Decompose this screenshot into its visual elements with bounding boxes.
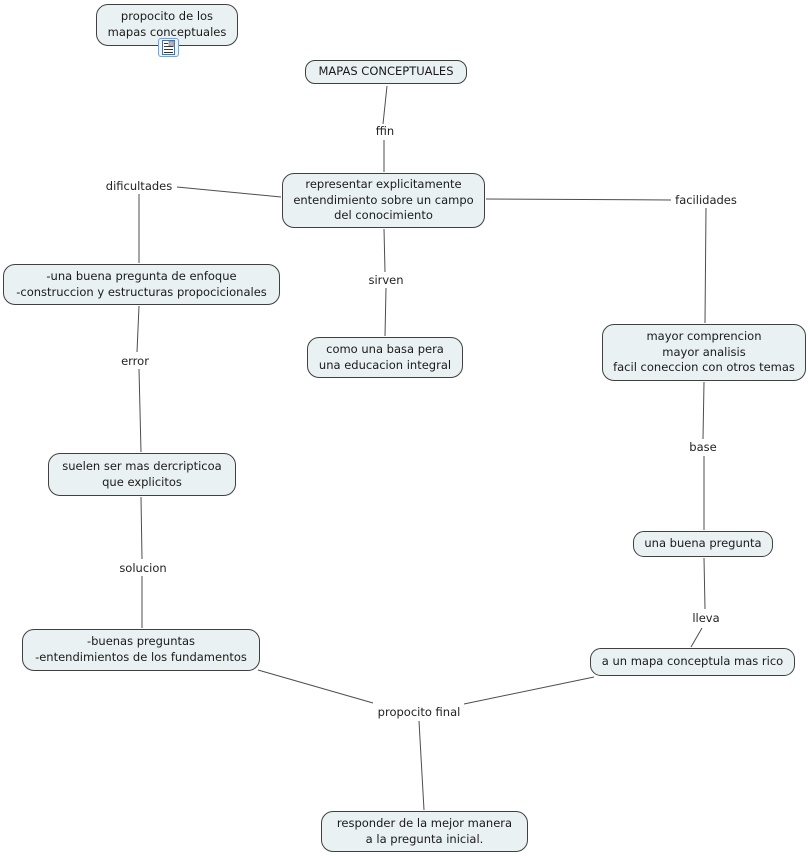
link-phrase-solucion[interactable]: solucion — [116, 561, 170, 575]
link-phrase-facilidades[interactable]: facilidades — [672, 193, 740, 207]
connector-line — [463, 676, 595, 705]
connector-line — [136, 305, 140, 353]
connector-line — [703, 557, 706, 610]
document-resource-icon[interactable] — [158, 38, 179, 57]
link-phrase-error[interactable]: error — [118, 354, 152, 368]
node-representar[interactable]: representar explicitamente entendimiento… — [282, 173, 485, 228]
node-text: a un mapa conceptula mas rico — [601, 654, 784, 669]
node-text: -una buena pregunta de enfoque -construc… — [16, 268, 267, 299]
link-phrase-propocito-final[interactable]: propocito final — [374, 705, 464, 719]
connector-line — [257, 669, 374, 704]
link-phrase-dificultades[interactable]: dificultades — [102, 179, 176, 193]
node-mayor-comprension[interactable]: mayor comprencion mayor analisis facil c… — [602, 324, 806, 381]
connector-line — [382, 85, 388, 125]
node-text: como una basa pera una educacion integra… — [318, 341, 452, 372]
node-pregunta-enfoque[interactable]: -una buena pregunta de enfoque -construc… — [3, 264, 280, 305]
node-suelen-descriptivos[interactable]: suelen ser mas dercripticoa que explicit… — [48, 453, 236, 496]
node-text: MAPAS CONCEPTUALES — [318, 64, 454, 79]
connector-line — [690, 627, 703, 648]
link-phrase-sirven[interactable]: sirven — [365, 273, 407, 287]
node-mapa-mas-rico[interactable]: a un mapa conceptula mas rico — [590, 648, 795, 676]
link-phrase-base[interactable]: base — [686, 440, 720, 454]
node-text: suelen ser mas dercripticoa que explicit… — [62, 458, 222, 489]
connector-line — [485, 198, 672, 201]
link-phrase-lleva[interactable]: lleva — [689, 611, 723, 625]
connector-line — [704, 207, 707, 324]
node-text: una buena pregunta — [644, 536, 762, 551]
node-responder[interactable]: responder de la mejor manera a la pregun… — [321, 811, 528, 852]
node-educacion-integral[interactable]: como una basa pera una educacion integra… — [307, 337, 463, 378]
connector-line — [383, 228, 386, 273]
node-text: -buenas preguntas -entendimientos de los… — [35, 634, 247, 664]
node-text: mayor comprencion mayor analisis facil c… — [613, 329, 795, 375]
node-proposito[interactable]: propocito de los mapas conceptuales — [96, 4, 238, 46]
node-buenas-preguntas[interactable]: -buenas preguntas -entendimientos de los… — [22, 629, 260, 671]
node-text: responder de la mejor manera a la pregun… — [336, 815, 513, 846]
node-buena-pregunta[interactable]: una buena pregunta — [633, 531, 773, 557]
connector-line — [384, 287, 387, 337]
connector-line — [702, 381, 705, 440]
connector-line — [418, 720, 425, 811]
node-mapas-conceptuales[interactable]: MAPAS CONCEPTUALES — [305, 60, 467, 84]
link-phrase-ffin[interactable]: ffin — [372, 124, 398, 138]
node-text: propocito de los mapas conceptuales — [107, 9, 227, 39]
connector-line — [176, 186, 282, 198]
connector-line — [138, 368, 142, 453]
connector-line — [140, 496, 143, 560]
node-text: representar explicitamente entendimiento… — [293, 177, 474, 223]
